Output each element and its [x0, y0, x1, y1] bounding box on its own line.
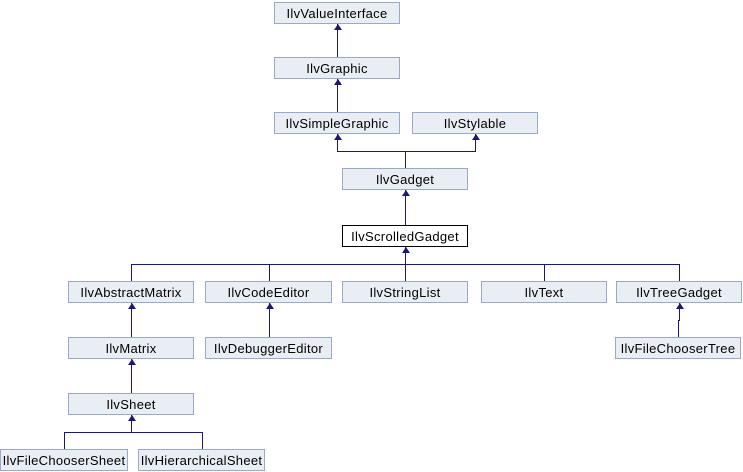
- edge-line: [405, 264, 406, 281]
- class-node-IlvCodeEditor[interactable]: IlvCodeEditor: [205, 281, 332, 303]
- edge-line: [679, 264, 680, 281]
- edge-line: [131, 264, 132, 281]
- edge-line: [337, 96, 338, 112]
- class-node-IlvHierarchicalSheet[interactable]: IlvHierarchicalSheet: [138, 449, 265, 471]
- edge-line: [405, 208, 406, 225]
- edge-line: [405, 190, 406, 209]
- edge-line: [131, 376, 132, 393]
- inheritance-arrow-icon: [472, 134, 480, 140]
- edge-line: [269, 320, 270, 337]
- class-node-IlvStylable[interactable]: IlvStylable: [412, 112, 538, 134]
- class-node-IlvScrolledGadget: IlvScrolledGadget: [342, 225, 468, 247]
- inheritance-arrow-icon: [402, 190, 410, 196]
- edge-line: [64, 432, 65, 449]
- edge-line: [131, 303, 132, 321]
- edge-rail: [64, 432, 203, 433]
- class-node-IlvAbstractMatrix[interactable]: IlvAbstractMatrix: [68, 281, 194, 303]
- class-node-IlvSheet[interactable]: IlvSheet: [68, 393, 194, 415]
- class-node-IlvDebuggerEditor[interactable]: IlvDebuggerEditor: [205, 337, 332, 359]
- inheritance-arrow-icon: [334, 24, 342, 30]
- inheritance-arrow-icon: [128, 415, 136, 421]
- class-node-IlvMatrix[interactable]: IlvMatrix: [68, 337, 194, 359]
- class-node-IlvSimpleGraphic[interactable]: IlvSimpleGraphic: [274, 112, 400, 134]
- edge-line: [131, 415, 132, 433]
- class-node-IlvStringList[interactable]: IlvStringList: [342, 281, 468, 303]
- edge-line: [131, 320, 132, 337]
- edge-line: [544, 264, 545, 281]
- inheritance-arrow-icon: [334, 134, 342, 140]
- edge-line: [679, 303, 680, 321]
- edge-line: [131, 359, 132, 377]
- edge-line: [337, 79, 338, 97]
- class-node-IlvGadget[interactable]: IlvGadget: [342, 168, 468, 190]
- edge-line: [405, 247, 406, 265]
- inheritance-arrow-icon: [128, 303, 136, 309]
- class-node-IlvText[interactable]: IlvText: [481, 281, 607, 303]
- inheritance-arrow-icon: [334, 79, 342, 85]
- edge-line: [475, 134, 476, 152]
- inheritance-arrow-icon: [402, 247, 410, 253]
- class-node-IlvValueInterface[interactable]: IlvValueInterface: [274, 2, 400, 24]
- edge-line: [337, 24, 338, 42]
- edge-line: [678, 320, 679, 337]
- edge-line: [337, 41, 338, 57]
- class-node-IlvGraphic[interactable]: IlvGraphic: [274, 57, 400, 79]
- edge-line: [337, 134, 338, 152]
- edge-line: [269, 264, 270, 281]
- inheritance-arrow-icon: [676, 303, 684, 309]
- edge-line: [269, 303, 270, 321]
- class-node-IlvFileChooserTree[interactable]: IlvFileChooserTree: [615, 337, 741, 359]
- class-node-IlvTreeGadget[interactable]: IlvTreeGadget: [616, 281, 742, 303]
- edge-rail: [337, 151, 476, 152]
- inheritance-arrow-icon: [128, 359, 136, 365]
- inheritance-arrow-icon: [266, 303, 274, 309]
- edge-line: [202, 432, 203, 449]
- class-node-IlvFileChooserSheet[interactable]: IlvFileChooserSheet: [0, 449, 128, 471]
- edge-line: [405, 151, 406, 168]
